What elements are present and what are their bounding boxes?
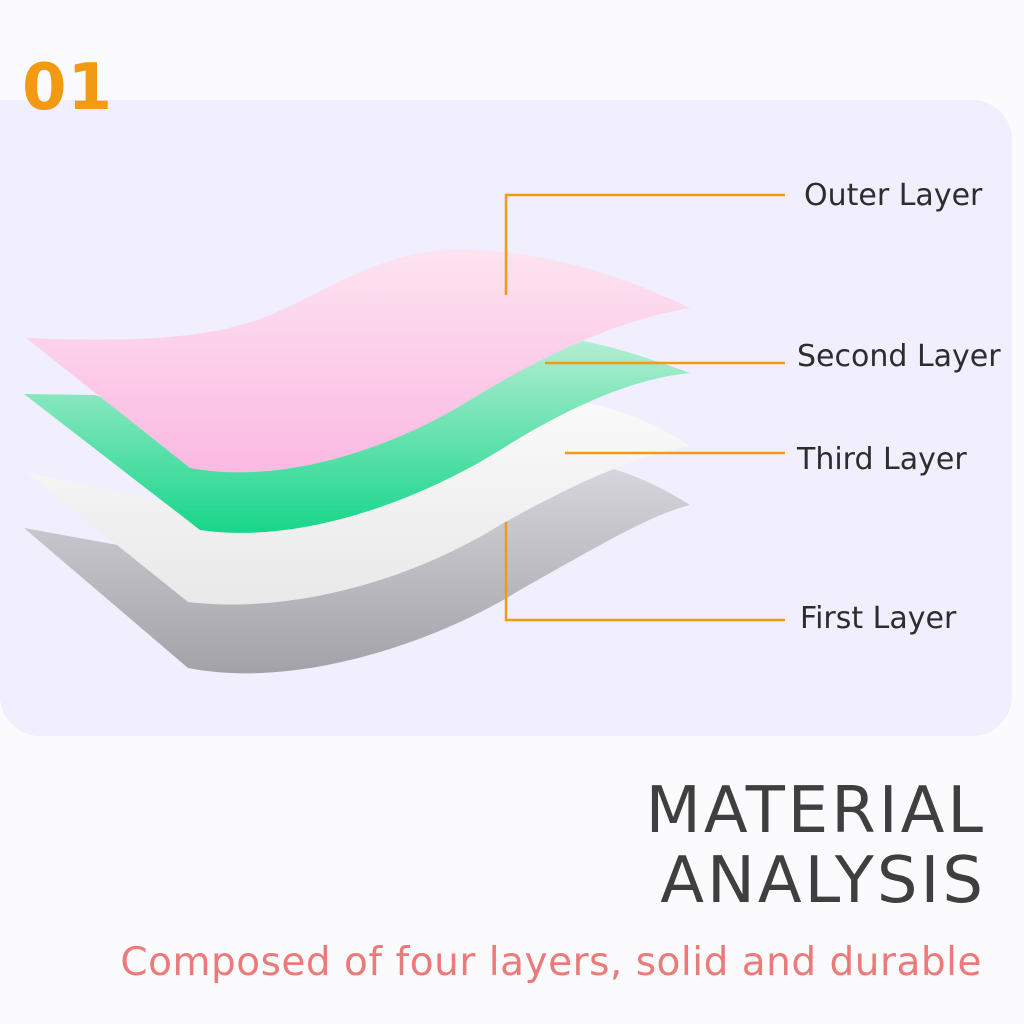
third-layer-label: Third Layer — [796, 442, 967, 477]
step-number: 01 — [22, 51, 114, 125]
second-layer-label: Second Layer — [797, 339, 1001, 374]
first-layer-callout — [504, 522, 785, 622]
page-title: MATERIAL ANALYSIS — [646, 776, 986, 916]
outer-layer-label: Outer Layer — [804, 178, 983, 213]
title-line-2: ANALYSIS — [660, 844, 986, 918]
outer-layer-callout — [504, 193, 785, 295]
layer-diagram: Outer Layer Second Layer Third Layer Fir… — [24, 178, 1001, 674]
first-layer-label: First Layer — [800, 601, 957, 636]
title-line-1: MATERIAL — [645, 774, 986, 848]
callout-lines — [504, 193, 785, 622]
outer-layer-sheet — [26, 249, 690, 473]
subtitle: Composed of four layers, solid and durab… — [120, 940, 982, 985]
